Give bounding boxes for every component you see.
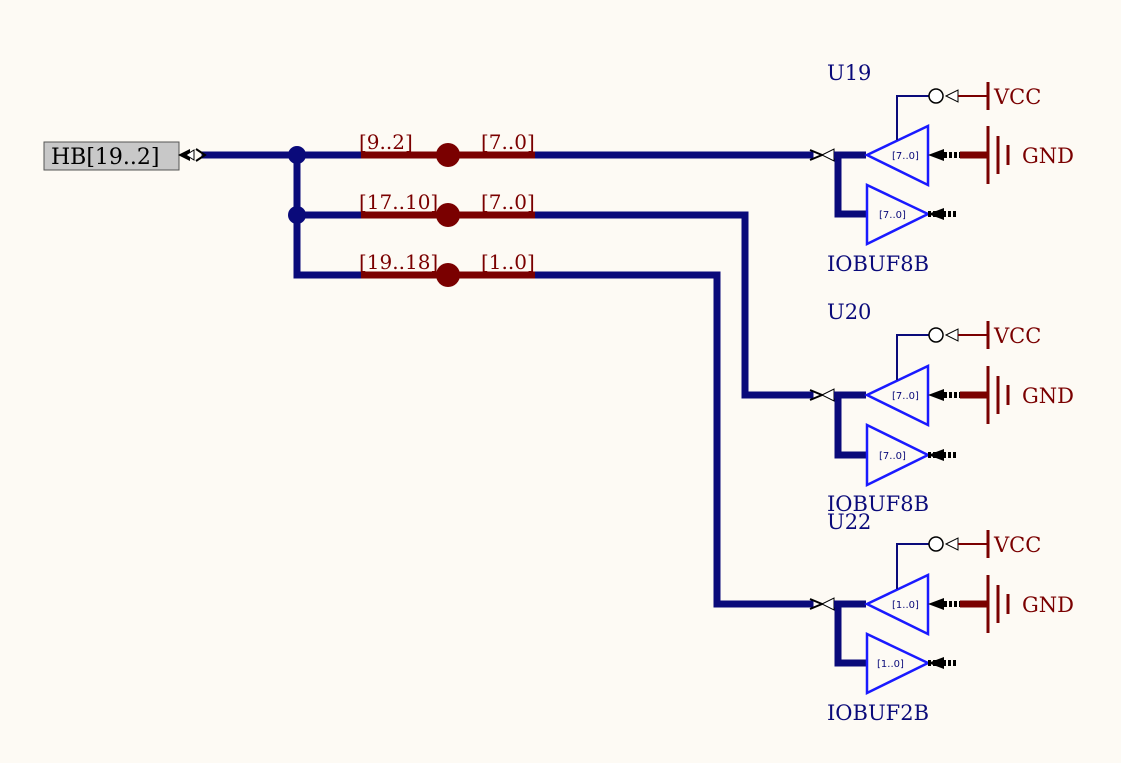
bus-wiring <box>201 151 814 608</box>
output-pin-icon <box>928 449 958 461</box>
output-pin-icon <box>928 208 958 220</box>
component-designator: U22 <box>827 510 871 534</box>
component-type: IOBUF8B <box>827 492 929 516</box>
ground-icon <box>986 575 1010 633</box>
vcc-label: VCC <box>993 533 1041 557</box>
component-u22[interactable]: U22 [1..0] [1..0] VCC GND IOBUF2B <box>809 510 1074 725</box>
tristate-buffer-icon <box>864 364 930 428</box>
tap-source-label: [19..18] <box>359 250 438 274</box>
junction-dot <box>288 206 306 224</box>
buffer-pin-label: [7..0] <box>879 210 906 221</box>
gnd-label: GND <box>1022 384 1074 408</box>
input-pin-icon <box>809 148 866 218</box>
net-to-u22[interactable] <box>531 271 814 608</box>
tap-source-label: [9..2] <box>359 130 413 154</box>
component-designator: U20 <box>827 300 871 324</box>
tristate-buffer-icon <box>864 573 930 637</box>
output-buffer-icon <box>865 632 931 696</box>
gnd-label: GND <box>1022 144 1074 168</box>
inverter-bubble-icon <box>928 536 944 552</box>
vcc-label: VCC <box>993 85 1041 109</box>
vcc-label: VCC <box>993 324 1041 348</box>
port-label: HB[19..2] <box>51 145 160 170</box>
net-to-u20[interactable] <box>531 211 814 399</box>
port-pin-icon <box>178 148 207 162</box>
component-type: IOBUF2B <box>827 701 929 725</box>
output-buffer-icon <box>865 422 931 488</box>
buffer-pin-label: [7..0] <box>879 451 906 462</box>
ground-icon <box>986 366 1010 424</box>
tap-dest-label: [7..0] <box>481 190 535 214</box>
tap-dest-label: [1..0] <box>481 250 535 274</box>
ground-icon <box>986 126 1010 184</box>
tristate-buffer-icon <box>864 124 930 188</box>
output-buffer-icon <box>865 183 931 247</box>
input-pin-icon <box>809 597 866 667</box>
buffer-pin-label: [7..0] <box>892 151 919 162</box>
output-pin-icon <box>928 657 958 669</box>
component-u19[interactable]: U19 [7..0] [7..0] VCC <box>809 61 1074 276</box>
bus-taps: [9..2] [7..0] [17..10] [7..0] [19..18] [… <box>359 130 535 287</box>
tap-source-label: [17..10] <box>359 190 438 214</box>
port-hb[interactable]: HB[19..2] <box>43 141 207 171</box>
component-designator: U19 <box>827 61 871 85</box>
bus-tap-1[interactable]: [9..2] [7..0] <box>359 130 535 167</box>
junction-dot <box>288 146 306 164</box>
tap-dest-label: [7..0] <box>481 130 535 154</box>
gnd-label: GND <box>1022 593 1074 617</box>
component-type: IOBUF8B <box>827 252 929 276</box>
inverter-bubble-icon <box>928 327 944 343</box>
component-u20[interactable]: U20 [7..0] [7..0] VCC GND IOBUF8B <box>809 300 1074 516</box>
buffer-pin-label: [1..0] <box>892 600 919 611</box>
bus-tap-3[interactable]: [19..18] [1..0] <box>359 250 535 287</box>
buffer-pin-label: [7..0] <box>892 391 919 402</box>
bus-tap-2[interactable]: [17..10] [7..0] <box>359 190 535 227</box>
buffer-pin-label: [1..0] <box>877 659 904 670</box>
inverter-bubble-icon <box>928 88 944 104</box>
input-pin-icon <box>809 388 866 459</box>
